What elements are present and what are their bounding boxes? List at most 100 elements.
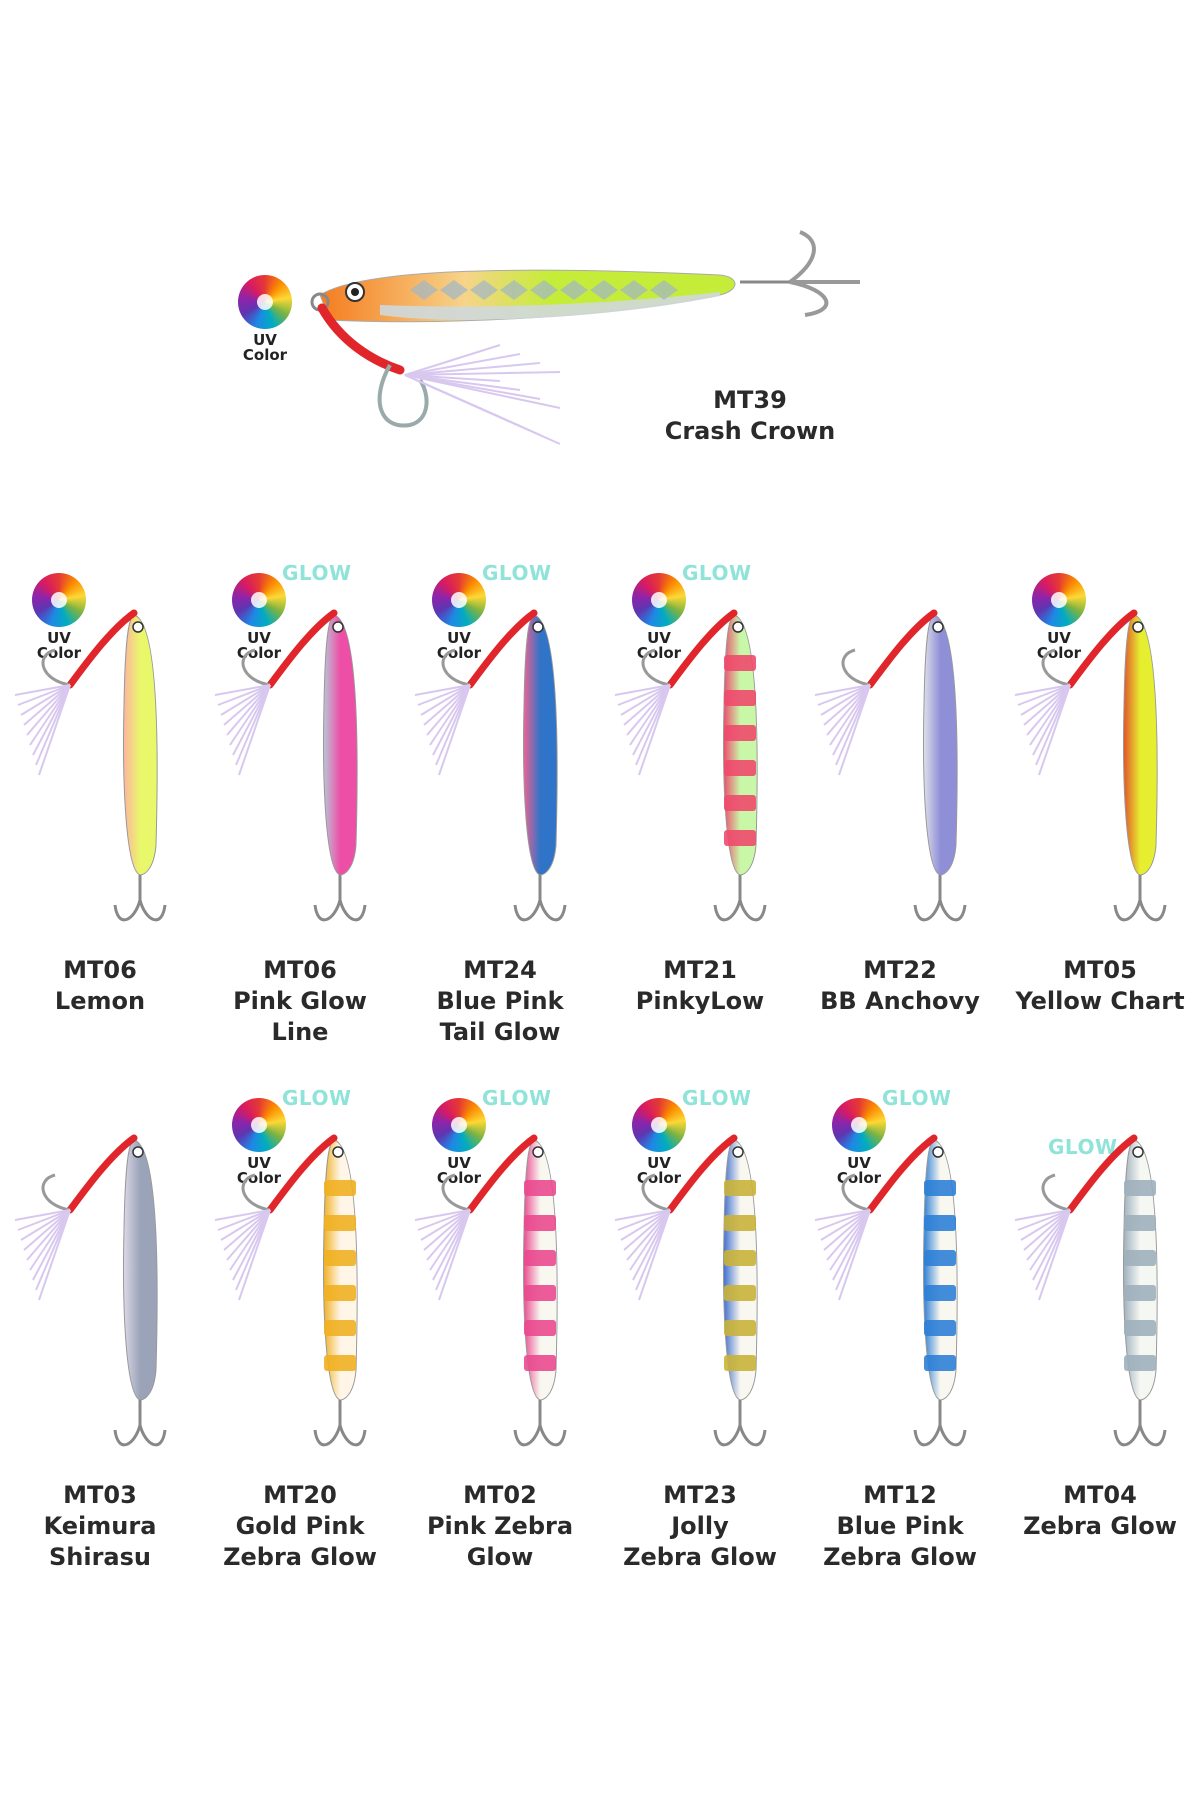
lure-name: Zebra Glow (623, 1543, 777, 1571)
assist-cord (1066, 609, 1138, 689)
lure-eye-icon (732, 621, 744, 633)
uv-color-wheel-icon (1032, 573, 1086, 627)
uv-color-wheel-icon (632, 573, 686, 627)
assist-hook-icon (41, 648, 71, 687)
uv-color-wheel-icon (232, 1098, 286, 1152)
glow-badge: GLOW (1048, 1135, 1118, 1159)
assist-cord (466, 1134, 538, 1214)
lure-image (214, 1134, 367, 1447)
lure-body (1123, 614, 1158, 876)
lure-eye-icon (332, 621, 344, 633)
lure-name: Shirasu (49, 1543, 151, 1571)
assist-hook-icon (1041, 1173, 1071, 1212)
assist-hook-icon (1041, 648, 1071, 687)
assist-hook-icon (641, 648, 671, 687)
assist-cord (66, 1134, 138, 1214)
glow-badge: GLOW (682, 1086, 752, 1110)
lure-name: Keimura (43, 1512, 157, 1540)
lure-code: MT06 (263, 956, 337, 984)
lure-name: Pink Glow (233, 987, 367, 1015)
assist-hook-icon (841, 1173, 871, 1212)
assist-hook-icon (41, 1173, 71, 1212)
treble-hook-icon (1113, 875, 1167, 922)
treble-hook-icon (513, 875, 567, 922)
glow-badge: GLOW (282, 1086, 352, 1110)
assist-cord (866, 609, 938, 689)
lure-image (214, 609, 367, 922)
lure-name: Gold Pink (235, 1512, 365, 1540)
lure-eye-icon (1132, 1146, 1144, 1158)
lure-code: MT22 (863, 956, 937, 984)
lure-body (923, 614, 958, 876)
glow-badge: GLOW (882, 1086, 952, 1110)
lure-code: MT04 (1063, 1481, 1137, 1509)
treble-hook-icon (713, 875, 767, 922)
lure-code: MT03 (63, 1481, 137, 1509)
glow-badge: GLOW (482, 561, 552, 585)
lure-name: Zebra Glow (823, 1543, 977, 1571)
assist-hook-icon (841, 648, 871, 687)
lure-body (123, 614, 158, 876)
lure-code: MT06 (63, 956, 137, 984)
lure-name: Pink Zebra (426, 1512, 574, 1540)
lure-name: Crash Crown (664, 417, 836, 445)
assist-cord (866, 1134, 938, 1214)
lure-image (1014, 609, 1167, 922)
lure-code: MT23 (663, 1481, 737, 1509)
hero-lure-label: MT39 Crash Crown (620, 385, 880, 447)
lure-name: PinkyLow (635, 987, 765, 1015)
assist-hook-icon (241, 648, 271, 687)
lure-image (814, 1134, 967, 1447)
lure-name: Lemon (54, 987, 146, 1015)
lure-code: MT20 (263, 1481, 337, 1509)
glow-badge: GLOW (282, 561, 352, 585)
treble-hook-icon (113, 875, 167, 922)
lure-name: Zebra Glow (1023, 1512, 1177, 1540)
lure-code: MT05 (1063, 956, 1137, 984)
treble-hook-icon (713, 1400, 767, 1447)
treble-hook-icon (913, 875, 967, 922)
lure-name: Yellow Chart (1015, 987, 1185, 1015)
uv-color-wheel-icon (432, 573, 486, 627)
assist-cord (466, 609, 538, 689)
assist-hook-icon (241, 1173, 271, 1212)
lure-image (14, 1134, 167, 1447)
treble-hook-icon (788, 230, 860, 317)
assist-cord (266, 1134, 338, 1214)
treble-hook-icon (1113, 1400, 1167, 1447)
lure-name: Jolly (671, 1512, 729, 1540)
lure-code: MT21 (663, 956, 737, 984)
lure-eye-icon (332, 1146, 344, 1158)
uv-color-wheel-icon (832, 1098, 886, 1152)
assist-cord (266, 609, 338, 689)
assist-cord (66, 609, 138, 689)
uv-color-wheel-icon (32, 573, 86, 627)
assist-hook-icon (441, 1173, 471, 1212)
lure-image (614, 609, 767, 922)
uv-color-wheel-icon (232, 573, 286, 627)
